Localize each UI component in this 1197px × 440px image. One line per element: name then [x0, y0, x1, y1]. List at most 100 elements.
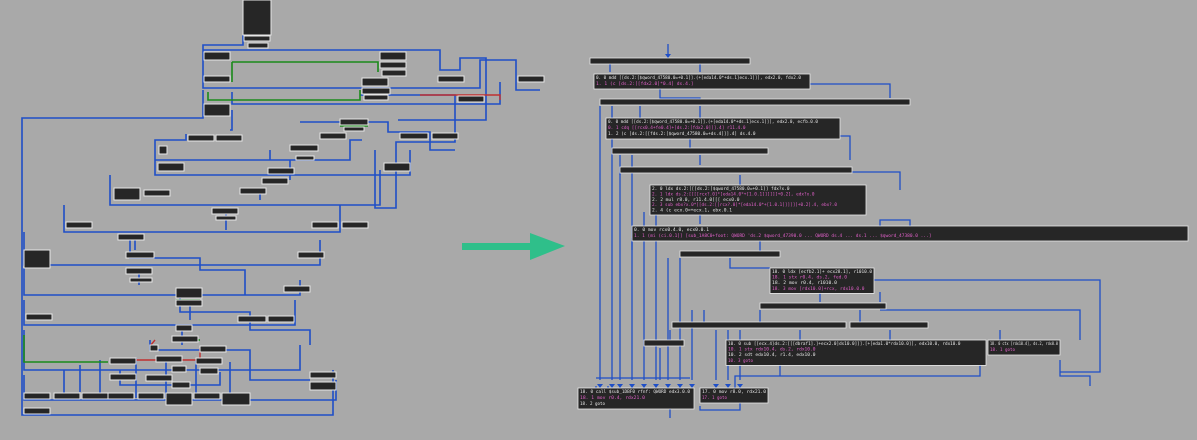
- graph-node: [381, 69, 407, 77]
- block-title-bars[interactable]: [589, 57, 929, 347]
- flow-edge: [63, 205, 341, 233]
- graph-node: [193, 392, 221, 400]
- instruction-line: 1. 2 (c [ds.2:[[fds.2:[$qword_47580.0=+d…: [608, 131, 756, 136]
- graph-node: [379, 51, 407, 61]
- graph-node: [243, 35, 271, 42]
- edge-arrowhead: [689, 384, 695, 388]
- edge-arrowhead: [677, 384, 683, 388]
- graph-node: [517, 75, 545, 83]
- flow-edge: [202, 35, 540, 91]
- graph-node: [295, 155, 315, 161]
- flow-edge: [870, 279, 1101, 373]
- edge-arrowhead: [665, 54, 671, 58]
- graph-node: [149, 344, 159, 352]
- graph-node: [361, 77, 389, 87]
- graph-node: [109, 373, 137, 381]
- instruction-node[interactable]: 0. 0 mdd [[ds.2:[$qword_47580.0=+0.1]].(…: [593, 73, 811, 90]
- graph-node: [343, 126, 365, 132]
- instruction-node[interactable]: 18. 0 ctx [rdx10.4], ds.2, rdx0.018. 1 g…: [987, 339, 1061, 356]
- instruction-node-box: [649, 184, 867, 216]
- arrow-head: [530, 233, 565, 260]
- graph-node: [155, 355, 183, 363]
- instruction-nodes[interactable]: 0. 0 mdd [[ds.2:[$qword_47580.0=+0.1]].(…: [577, 73, 1189, 410]
- graph-node: [457, 95, 485, 103]
- instruction-line: 17. 0 mov r8.0, rdx21.0: [702, 389, 767, 394]
- graph-node: [171, 335, 199, 343]
- graph-node: [81, 392, 109, 400]
- graph-node: [199, 367, 219, 375]
- graph-node: [242, 0, 272, 36]
- graph-node: [53, 392, 81, 400]
- graph-node: [215, 215, 237, 221]
- graph-node: [125, 267, 153, 275]
- edge-arrowhead: [713, 384, 719, 388]
- true-branch-edge: [207, 90, 361, 101]
- arrow-shaft: [462, 243, 534, 250]
- instruction-node[interactable]: 10. 0 sub [[ecx.4]ds.2:[[[dbraf1].]+ecx2…: [725, 339, 987, 366]
- instruction-line: 18. 1 mov r0.4, rdx21.0: [580, 395, 646, 400]
- block-title-bar: [589, 57, 751, 65]
- flow-edge: [109, 170, 381, 206]
- graph-node: [65, 221, 93, 229]
- instruction-node[interactable]: 0. 0 mdd [[ds.2:[$qword_47580.0=+0.1]].(…: [605, 117, 841, 140]
- flow-edge: [659, 348, 981, 388]
- graph-node: [23, 407, 51, 415]
- graph-node: [171, 381, 191, 389]
- flow-edge: [23, 300, 296, 326]
- flow-edge: [619, 155, 701, 380]
- graph-node: [109, 357, 137, 365]
- graph-node: [23, 392, 51, 400]
- graph-node: [117, 233, 145, 241]
- flow-edge: [599, 106, 701, 380]
- instruction-line: 10. 0 sub [[ecx.4]ds.2:[[[dbraf1].]+ecx2…: [728, 341, 961, 346]
- edge-arrowhead: [597, 384, 603, 388]
- graph-node: [283, 285, 311, 293]
- instruction-node-box: [605, 117, 841, 140]
- instruction-node[interactable]: 0. 0 mov rcx0.4.0, ecx0.0.11. 1 (mi (ci.…: [631, 225, 1189, 242]
- graph-node: [165, 392, 193, 406]
- instruction-line: 18. 1 stx r0.4, ds.2, fed.0: [772, 275, 848, 280]
- false-branch-edge: [420, 94, 501, 100]
- graph-node: [203, 103, 231, 117]
- graph-node: [399, 132, 429, 140]
- graph-node: [309, 381, 337, 391]
- true-branch-edge: [23, 335, 108, 363]
- graph-node: [239, 187, 267, 195]
- graph-node: [195, 357, 223, 365]
- graph-node: [221, 392, 251, 406]
- edge-arrowhead: [737, 384, 743, 388]
- graph-node: [431, 132, 459, 140]
- instruction-node[interactable]: 17. 0 mov r8.0, rdx21.017. 1 goto: [699, 387, 769, 404]
- graph-node: [267, 167, 295, 175]
- instruction-node[interactable]: 18. 0 call $sub_1DBF0 rfnf: QWORD edx3.0…: [577, 387, 695, 410]
- graph-node: [361, 87, 391, 95]
- graph-node: [175, 299, 203, 307]
- overview-nodes[interactable]: [23, 0, 545, 415]
- graph-node: [289, 144, 319, 152]
- flow-edge: [230, 110, 233, 131]
- graph-node: [309, 371, 337, 379]
- instruction-line: 2. 2 mul r8.0, r11.4.0[[[ ecx0.0: [652, 197, 740, 202]
- edge-arrowhead: [629, 384, 635, 388]
- instruction-node[interactable]: 18. 0 ldx [ecfb2.1]+ ecx28.1], r1010.018…: [769, 267, 875, 294]
- flow-edge: [203, 49, 487, 121]
- instruction-line: 17. 1 goto: [702, 395, 727, 400]
- graph-node: [25, 313, 53, 321]
- instruction-line: 18. 3 mov [rdx10.0]+rcx, rdx10.0.0: [772, 286, 865, 291]
- instruction-node-box: [725, 339, 987, 366]
- instruction-node[interactable]: 2. 0 ldx ds.2:[[[ds.2:[$qword_47580.0=+0…: [649, 184, 867, 216]
- right-arrow-icon: [462, 233, 565, 260]
- edge-arrowhead: [665, 384, 671, 388]
- instruction-node-box: [699, 387, 769, 404]
- simplified-graph-arrowheads: [597, 54, 743, 388]
- graph-node: [311, 221, 339, 229]
- flow-edge: [609, 64, 701, 72]
- graph-node: [203, 75, 231, 83]
- true-branch-edge: [231, 61, 379, 82]
- instruction-line: 2. 1 ldx ds.2:[[[[rcx?.0]*[eda14.0*+[1.0…: [652, 191, 815, 196]
- block-title-bar: [759, 302, 887, 310]
- instruction-line: 18. 0 ctx [rdx10.4], ds.2, rdx0.0: [990, 341, 1058, 346]
- graph-node: [171, 365, 187, 373]
